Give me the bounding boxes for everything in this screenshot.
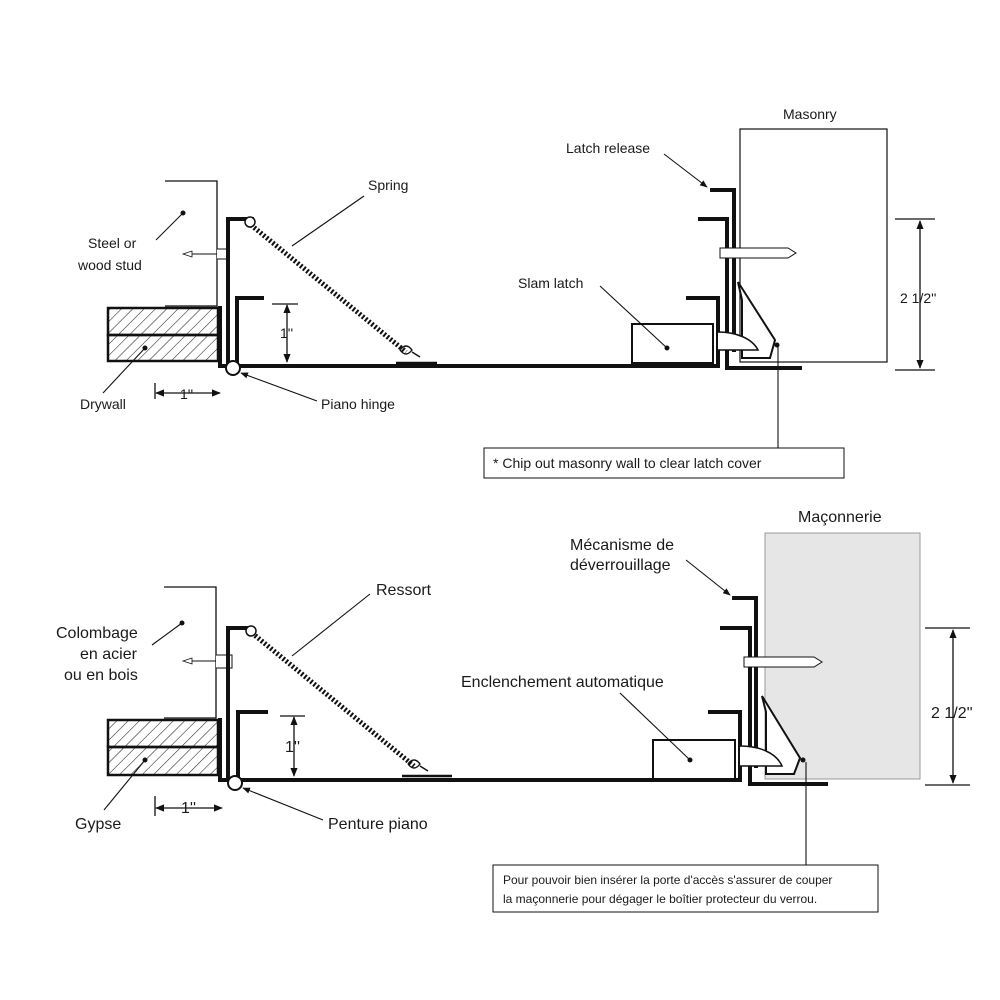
french-diagram: Maçonnerie Colombage en acier ou en bois… (56, 509, 973, 913)
stud-leader (155, 212, 184, 241)
english-diagram: Masonry Steel or wood stud Drywall Piano… (77, 106, 936, 479)
spring-label-fr: Ressort (376, 582, 432, 599)
stud-leader-fr (151, 622, 183, 646)
door-left-return (226, 217, 254, 366)
piano-hinge (225, 360, 241, 376)
door-flange-left-fr (236, 710, 268, 780)
dim-2-5in-label: 2 1/2'' (900, 290, 936, 306)
dim-vertical-1in-label: 1'' (280, 325, 293, 341)
note-dot-fr (800, 757, 806, 763)
stud-label-fr-line2: en acier (80, 646, 138, 663)
dim-horizontal-1in (154, 383, 221, 399)
spring-top-loop (244, 216, 256, 228)
note-text: * Chip out masonry wall to clear latch c… (493, 455, 762, 471)
dim-horizontal-1in-label: 1'' (180, 386, 193, 402)
slam-latch-label: Slam latch (518, 275, 583, 291)
dim-2-5in (895, 218, 935, 371)
slam-latch-body (631, 323, 714, 364)
masonry-anchor-fr (743, 656, 823, 668)
door-flange-left (235, 296, 264, 366)
latch-release-label-fr-line2: déverrouillage (570, 557, 671, 574)
masonry-anchor (719, 247, 797, 259)
stud-label-fr-line3: ou en bois (64, 667, 138, 684)
drywall-leader-fr (103, 759, 146, 811)
latch-release-label: Latch release (566, 140, 650, 156)
stud-fr (164, 586, 217, 719)
dim-vertical-1in (272, 303, 298, 363)
latch-release-label-fr-line1: Mécanisme de (570, 537, 674, 554)
stud-label-fr-line1: Colombage (56, 625, 138, 642)
stud-screw-tip-fr (181, 657, 193, 665)
spring-bottom-loop-fr (407, 759, 429, 772)
piano-hinge-label: Piano hinge (321, 396, 395, 412)
spring-bottom-loop (399, 345, 421, 358)
slam-latch-leader-fr (619, 692, 691, 761)
drywall (106, 306, 220, 363)
note-text-fr-line1: Pour pouvoir bien insérer la porte d'acc… (503, 873, 832, 887)
dim-horizontal-1in-label-fr: 1'' (181, 800, 196, 817)
latch-tongue-fr (739, 745, 784, 767)
dim-vertical-1in-label-fr: 1'' (285, 739, 300, 756)
drywall-leader (102, 347, 146, 394)
dim-2-5in-fr (925, 627, 970, 786)
spring (249, 223, 408, 354)
latch-tongue (717, 331, 760, 351)
masonry-label: Masonry (783, 106, 837, 122)
piano-hinge-fr (227, 775, 243, 791)
stud-label-line1: Steel or (88, 235, 137, 251)
note-box (483, 447, 845, 479)
slam-latch-body-fr (652, 739, 736, 780)
stud (165, 180, 218, 307)
spring-fr (250, 631, 416, 768)
note-dot (774, 342, 780, 348)
latch-release-top-fr (732, 596, 758, 768)
spring-top-loop-fr (245, 625, 257, 637)
masonry-label-fr: Maçonnerie (798, 509, 882, 526)
spring-label: Spring (368, 177, 408, 193)
piano-hinge-label-fr: Penture piano (328, 816, 428, 833)
piano-hinge-leader-fr (242, 787, 324, 821)
latch-release-bar (698, 217, 802, 370)
spring-leader (291, 195, 365, 247)
latch-release-leader (663, 153, 708, 188)
drywall-fr (106, 718, 220, 777)
note-box-fr (492, 864, 879, 913)
stud-screw-tip (181, 250, 193, 258)
slam-latch-leader (599, 285, 668, 349)
drywall-label-fr: Gypse (75, 816, 121, 833)
dim-2-5in-label-fr: 2 1/2'' (931, 705, 973, 722)
piano-hinge-leader (240, 372, 318, 402)
spring-leader-fr (291, 593, 371, 657)
drywall-label: Drywall (80, 396, 126, 412)
stud-label-line2: wood stud (77, 257, 142, 273)
latch-release-top (710, 188, 736, 352)
dim-vertical-1in-fr (280, 715, 305, 777)
latch-release-bar-fr (720, 626, 828, 786)
masonry-block-fr (764, 532, 921, 780)
dim-horizontal-1in-fr (154, 796, 223, 816)
door-left-return-fr (226, 626, 254, 780)
latch-release-leader-fr (685, 559, 731, 596)
note-text-fr-line2: la maçonnerie pour dégager le boîtier pr… (503, 892, 817, 906)
slam-latch-label-fr: Enclenchement automatique (461, 674, 664, 691)
